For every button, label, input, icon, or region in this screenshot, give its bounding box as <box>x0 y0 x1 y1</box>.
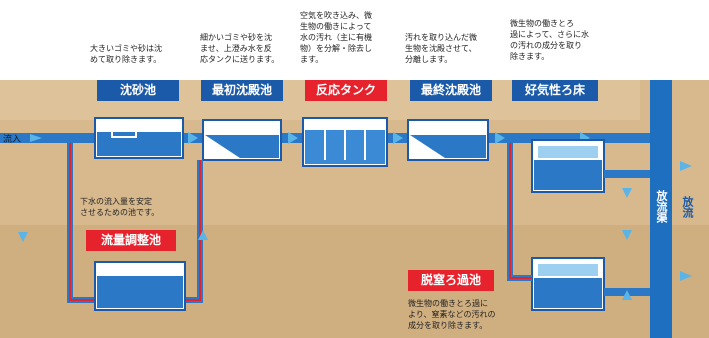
stage-desc-final: 汚れを取り込んだ微 生物を沈殿させて、 分離します。 <box>405 33 477 64</box>
aerobic-filter-water <box>534 160 602 190</box>
grit-screen <box>111 124 137 138</box>
aerobic-filter-media <box>538 146 598 158</box>
denitrify-desc: 微生物の働きとろ過に より、窒素などの汚れの 成分を取り除きます。 <box>408 299 496 330</box>
discharge-arrows <box>622 161 692 300</box>
discharge-label: 放流 <box>681 196 694 218</box>
denitrify-filter-media <box>538 264 598 276</box>
denitrify-filter-water <box>534 278 602 308</box>
inflow-arrow <box>30 134 42 142</box>
buffer-desc: 下水の流入量を安定 させるための池です。 <box>80 197 160 217</box>
grit-tank-water <box>97 132 181 156</box>
stage-desc-aerobic: 微生物の働きとろ 過によって、さらに水 の汚れの成分を取り 除きます。 <box>510 19 589 61</box>
aerators <box>324 120 366 160</box>
stage-label-primary: 最初沈殿池 <box>201 80 283 101</box>
stage-desc-reaction: 空気を吹き込み、微 生物の働きによって 水の汚れ（主に有機 物）を分解・除去し … <box>300 11 372 64</box>
stage-label-grit: 沈砂池 <box>97 80 179 101</box>
stage-label-reaction: 反応タンク <box>305 80 387 101</box>
buffer-label: 流量調整池 <box>86 230 176 251</box>
buffer-tank-water <box>97 276 183 308</box>
buffer-arrows <box>18 230 208 242</box>
primary-tank-water <box>205 135 279 158</box>
outfall-label: 放流渠 <box>655 190 668 223</box>
stage-desc-primary: 細かいゴミや砂を沈 ませ、上澄み水を反 応タンクに送ります。 <box>200 33 280 64</box>
inflow-label: 流入 <box>3 135 22 145</box>
outfall-link-upper <box>604 170 650 178</box>
stage-desc-grit: 大きいゴミや砂は沈 めて取り除きます。 <box>90 44 162 64</box>
outfall-channel <box>650 80 672 338</box>
final-tank-water <box>410 135 486 158</box>
stage-label-final: 最終沈殿池 <box>410 80 492 101</box>
stage-label-aerobic: 好気性ろ床 <box>512 80 598 101</box>
denitrify-label: 脱窒ろ過池 <box>408 270 494 291</box>
